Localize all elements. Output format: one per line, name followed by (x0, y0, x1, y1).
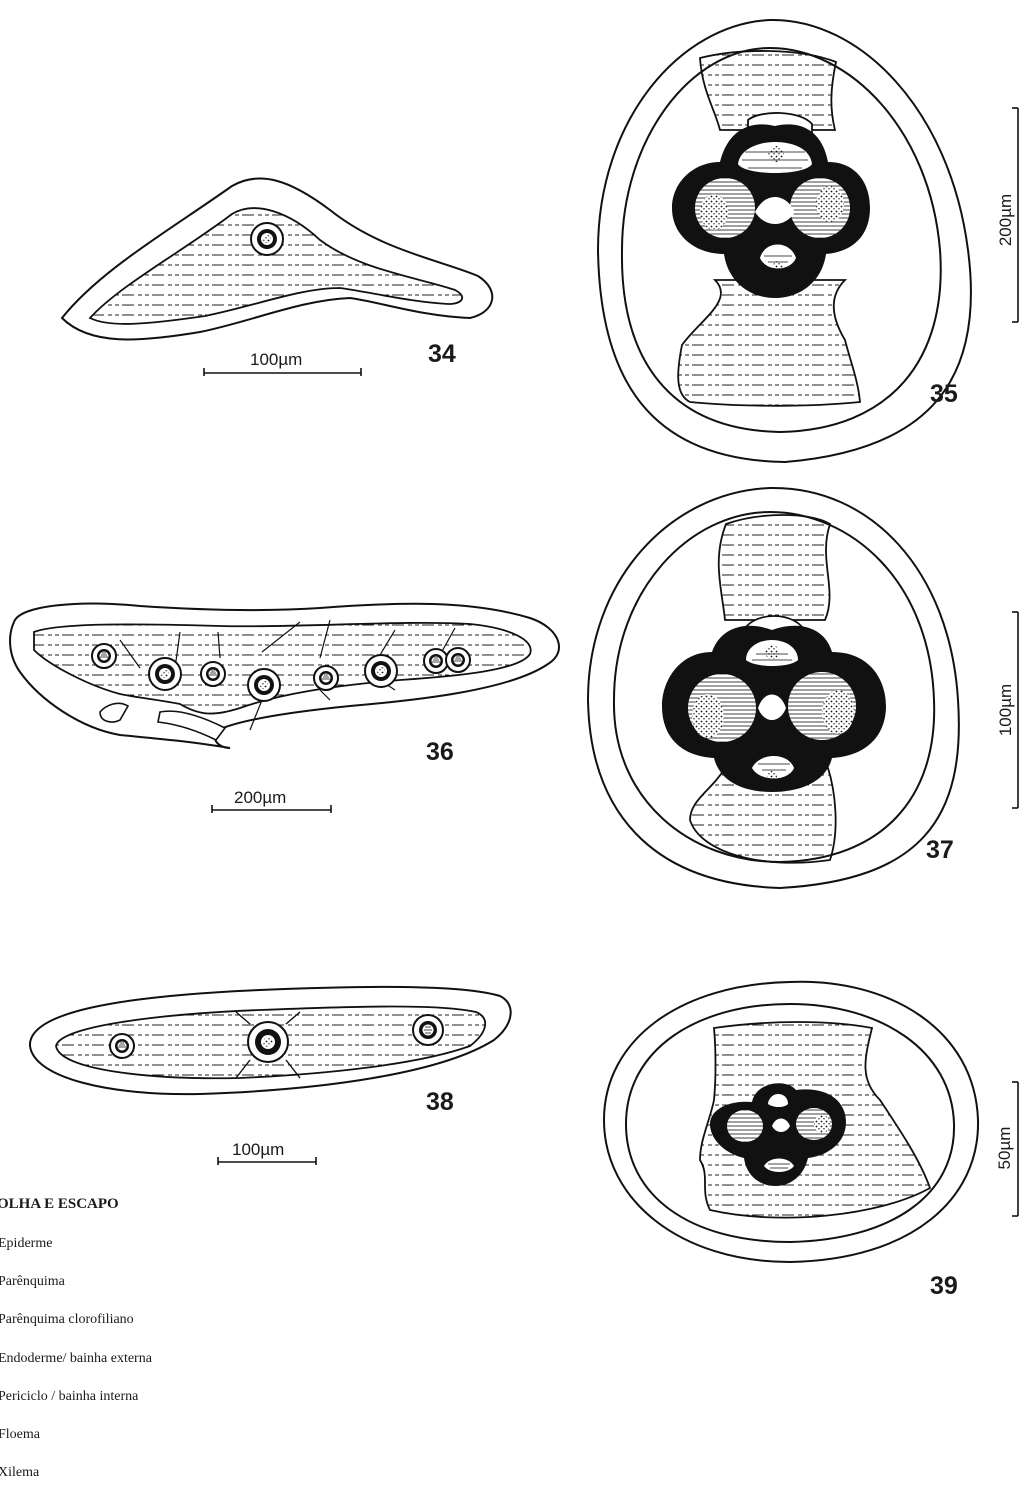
scale-label-34: 100µm (250, 350, 302, 370)
scale-label-37: 100µm (996, 670, 1016, 750)
legend-item-parenquima-clorofiliano: Parênquima clorofiliano (0, 1312, 134, 1328)
legend-item-xilema: Xilema (0, 1465, 39, 1481)
figure-number-37: 37 (926, 836, 954, 865)
figure-39-scape-section (604, 982, 978, 1262)
legend-item-floema: Floema (0, 1427, 40, 1443)
vascular-bundle (251, 223, 283, 255)
figure-number-34: 34 (428, 340, 456, 369)
scale-label-39: 50µm (995, 1113, 1015, 1183)
scale-label-35: 200µm (996, 180, 1016, 260)
scale-label-38: 100µm (232, 1140, 284, 1160)
figure-37-scape-section (588, 488, 959, 888)
legend: OLHA E ESCAPO Epiderme Parênquima Parênq… (0, 1196, 119, 1213)
figure-38-leaf-section (30, 987, 511, 1094)
figure-number-36: 36 (426, 738, 454, 767)
figure-number-39: 39 (930, 1272, 958, 1301)
legend-title: OLHA E ESCAPO (0, 1196, 119, 1213)
figure-number-35: 35 (930, 380, 958, 409)
legend-item-epiderme: Epiderme (0, 1236, 52, 1252)
legend-item-parenquima: Parênquima (0, 1274, 65, 1290)
figure-35-scape-section (598, 20, 971, 462)
figure-number-38: 38 (426, 1088, 454, 1117)
legend-item-periciclo: Periciclo / bainha interna (0, 1389, 138, 1405)
scale-label-36: 200µm (234, 788, 286, 808)
figure-36-leaf-section (10, 604, 559, 748)
legend-item-endoderme: Endoderme/ bainha externa (0, 1351, 152, 1367)
figure-34-leaf-section (62, 178, 492, 339)
